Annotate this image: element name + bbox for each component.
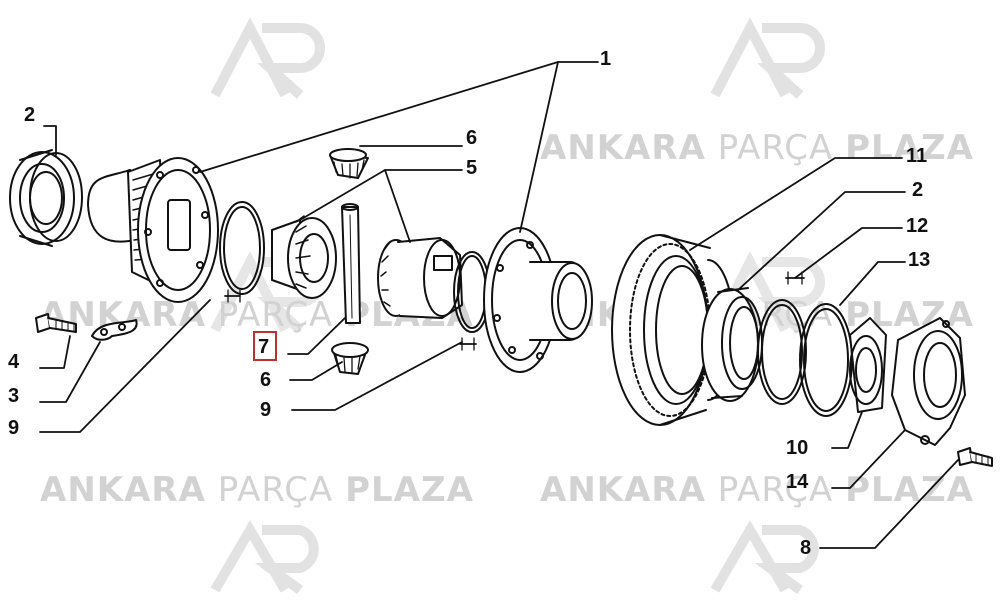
- callout-1: 1: [600, 48, 612, 70]
- callout-5: 5: [466, 157, 478, 179]
- callout-10: 10: [786, 437, 809, 459]
- selected-part-highlight[interactable]: [253, 331, 277, 361]
- watermark-logo-top-right: [710, 17, 825, 99]
- callout-13: 13: [908, 249, 931, 271]
- part-5-right-side-gear[interactable]: [377, 237, 463, 319]
- callout-6-bottom: 6: [260, 369, 272, 391]
- part-1-differential-cover-right[interactable]: [483, 227, 593, 373]
- part-6-bottom-pinion-gear[interactable]: [331, 342, 369, 375]
- callout-9-mid: 9: [260, 399, 272, 421]
- callout-11: 11: [906, 145, 928, 167]
- part-2-right-bearing[interactable]: [701, 287, 763, 402]
- part-14-bearing-housing[interactable]: [891, 317, 966, 446]
- watermark-text-lower-right: ANKARA PARÇA PLAZA: [540, 470, 974, 510]
- part-11-ring-gear[interactable]: [611, 234, 735, 426]
- part-8-bolt[interactable]: [957, 447, 993, 467]
- callout-2-right: 2: [912, 179, 924, 201]
- part-7-cross-shaft-pin[interactable]: [341, 203, 361, 324]
- callout-12: 12: [906, 215, 929, 237]
- part-9-left-shim-ring[interactable]: [219, 201, 265, 295]
- callout-8: 8: [800, 537, 812, 559]
- part-6-top-pinion-gear[interactable]: [329, 148, 369, 179]
- watermark-logo-bottom-left: [210, 520, 319, 595]
- callout-7[interactable]: 7: [258, 336, 270, 358]
- part-5-left-side-gear[interactable]: [271, 215, 337, 299]
- callout-6-top: 6: [466, 127, 478, 149]
- part-3-lock-plate[interactable]: [91, 319, 138, 341]
- callout-2-left: 2: [24, 104, 36, 126]
- leader-lines: [39, 61, 959, 549]
- callout-4: 4: [8, 351, 20, 373]
- part-13-o-ring[interactable]: [799, 303, 853, 417]
- watermark-text-upper-right: ANKARA PARÇA PLAZA: [540, 128, 974, 168]
- watermark-logo-bottom-right: [710, 520, 819, 595]
- callout-14: 14: [786, 471, 809, 493]
- callout-3: 3: [8, 385, 20, 407]
- part-2-left-bearing-ring[interactable]: [9, 149, 83, 247]
- part-1-differential-case-left[interactable]: [87, 157, 219, 303]
- watermark-text-lower-left: ANKARA PARÇA PLAZA: [40, 470, 474, 510]
- part-10-oil-seal[interactable]: [849, 317, 887, 413]
- callout-9-left: 9: [8, 417, 20, 439]
- part-12-shim-ring[interactable]: [757, 299, 807, 405]
- part-4-bolt[interactable]: [35, 313, 77, 333]
- watermark-logo-top-left: [210, 17, 325, 99]
